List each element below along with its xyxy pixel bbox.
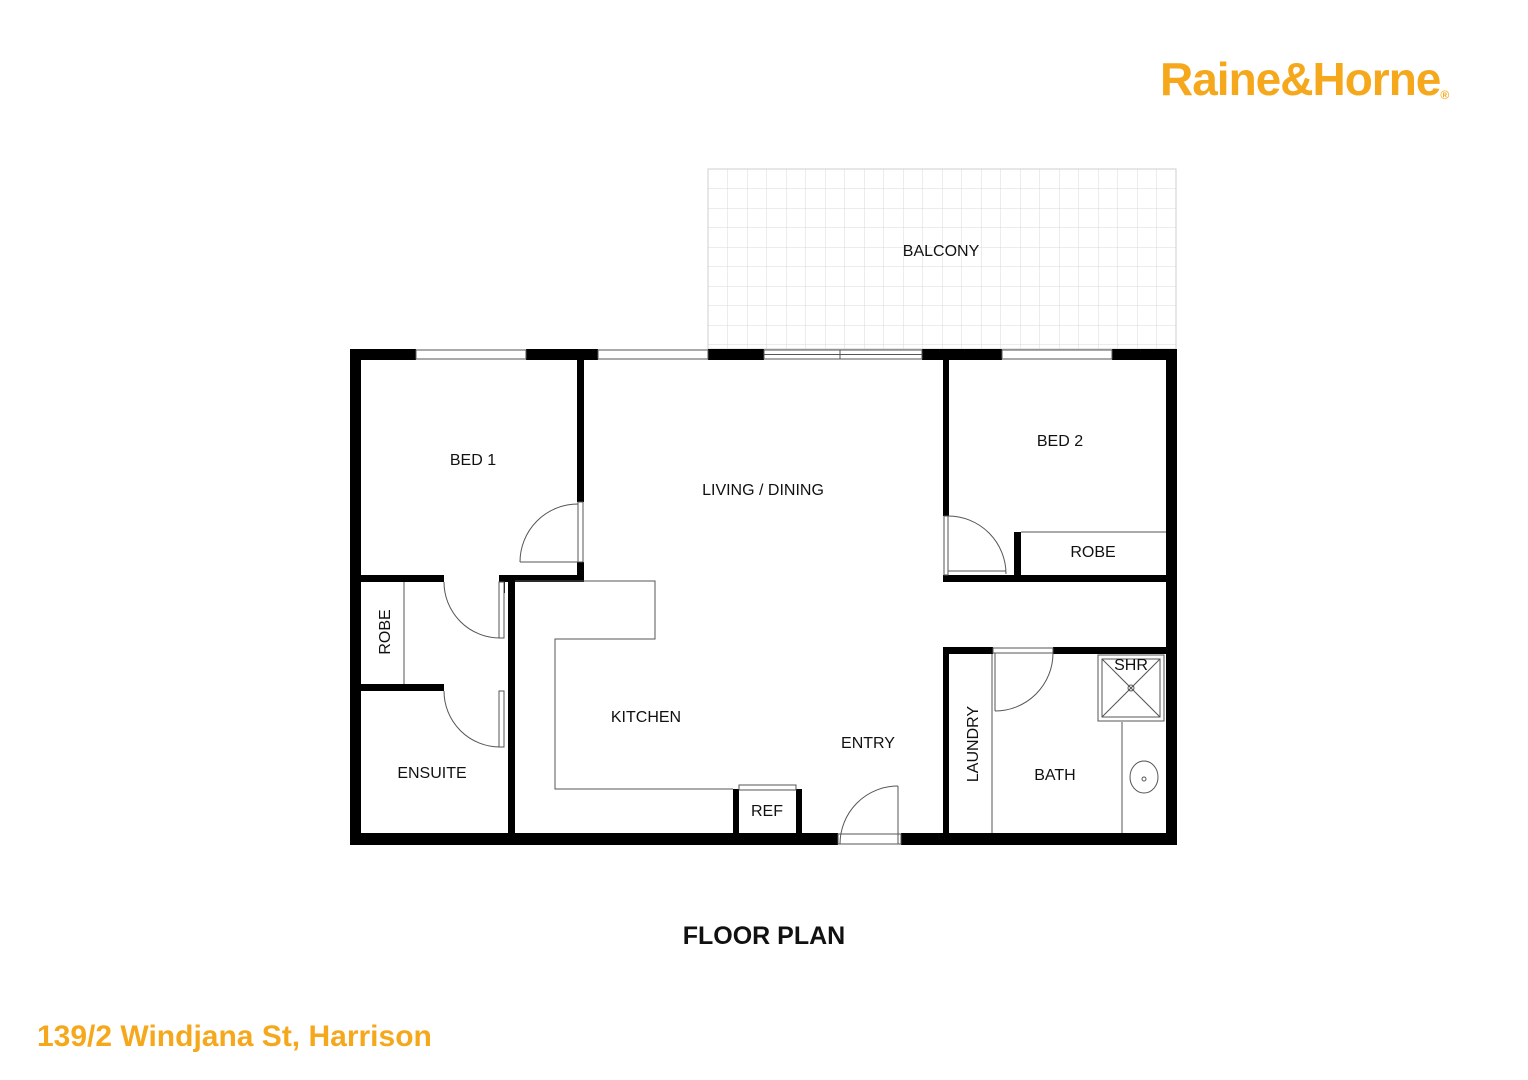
label-ensuite: ENSUITE <box>397 765 466 782</box>
doors <box>443 501 1054 845</box>
label-bath: BATH <box>1034 767 1075 784</box>
label-bed2: BED 2 <box>1037 433 1083 450</box>
raine-horne-logo: Raine&Horne® <box>1160 52 1449 106</box>
windows <box>415 349 1113 360</box>
label-balcony: BALCONY <box>903 243 980 260</box>
registered-mark: ® <box>1440 88 1449 102</box>
label-robe-bed1: ROBE <box>377 609 394 654</box>
interior-walls <box>361 360 1166 833</box>
label-laundry: LAUNDRY <box>965 706 982 783</box>
logo-text: Raine&Horne <box>1160 53 1441 105</box>
property-address: 139/2 Windjana St, Harrison <box>37 1020 432 1053</box>
outer-walls <box>350 349 1177 845</box>
room-labels: BALCONY BED 1 LIVING / DINING BED 2 ROBE… <box>377 243 1148 820</box>
label-robe-bed2: ROBE <box>1070 544 1115 561</box>
label-entry: ENTRY <box>841 735 895 752</box>
label-shower: SHR <box>1114 657 1148 674</box>
label-bed1: BED 1 <box>450 452 496 469</box>
fixture-lines <box>403 531 1166 833</box>
label-living-dining: LIVING / DINING <box>702 482 824 499</box>
label-ref: REF <box>751 803 783 820</box>
balcony <box>707 168 1177 350</box>
plan-title: FLOOR PLAN <box>682 922 846 950</box>
label-kitchen: KITCHEN <box>611 709 681 726</box>
